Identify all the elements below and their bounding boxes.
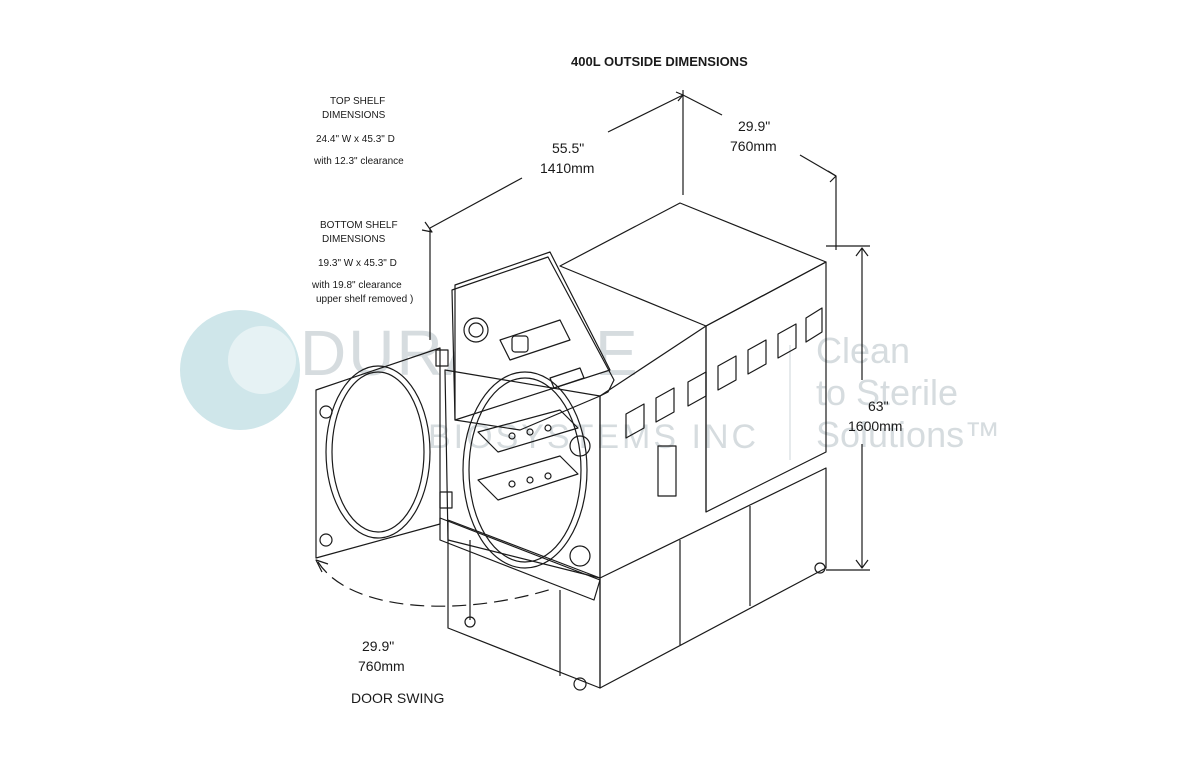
door-metric: 760mm (358, 658, 405, 674)
height-imperial: 63" (868, 398, 889, 414)
door-imperial: 29.9" (362, 638, 395, 654)
diagram-title: 400L OUTSIDE DIMENSIONS (571, 54, 748, 69)
base-cabinet (439, 467, 827, 691)
top-shelf-clearance: with 12.3" clearance (314, 156, 404, 167)
top-shelf-heading-1: TOP SHELF (330, 96, 386, 107)
bottom-shelf-clearance-2: upper shelf removed ) (316, 294, 414, 305)
watermark-tagline-2: to Sterile (816, 372, 959, 413)
bottom-shelf-size: 19.3" W x 45.3" D (318, 258, 397, 269)
height-metric: 1600mm (848, 418, 903, 434)
door (315, 347, 453, 559)
top-shelf-size: 24.4" W x 45.3" D (316, 134, 395, 145)
watermark-logo-inner (228, 326, 296, 394)
dimension-lines (315, 90, 870, 607)
watermark-tagline-1: Clean (816, 330, 911, 371)
side-vents (625, 307, 823, 497)
depth-imperial: 29.9" (738, 118, 771, 134)
watermark-tagline-3: Solutions™ (816, 414, 1001, 455)
door-swing-caption: DOOR SWING (351, 690, 445, 706)
bottom-shelf-heading-2: DIMENSIONS (322, 234, 386, 245)
top-shelf-heading-2: DIMENSIONS (322, 110, 386, 121)
bottom-shelf-heading-1: BOTTOM SHELF (320, 220, 398, 231)
depth-metric: 760mm (730, 138, 777, 154)
length-metric: 1410mm (540, 160, 595, 176)
upper-cabinet (451, 202, 827, 578)
control-panel (463, 317, 585, 389)
length-imperial: 55.5" (552, 140, 585, 156)
bottom-shelf-clearance-1: with 19.8" clearance (312, 280, 402, 291)
